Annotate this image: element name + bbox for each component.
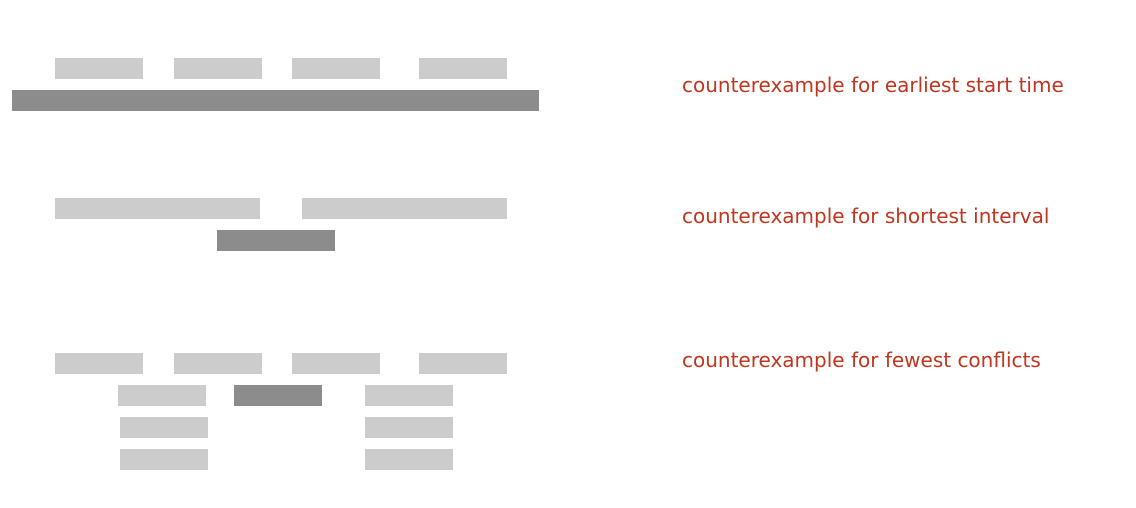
caption-earliest-start-time: counterexample for earliest start time xyxy=(682,73,1064,97)
interval-right-2 xyxy=(365,417,453,438)
interval-top-2 xyxy=(174,353,262,374)
caption-fewest-conflicts: counterexample for fewest conflicts xyxy=(682,348,1041,372)
interval-top-3 xyxy=(292,353,380,374)
interval-2 xyxy=(174,58,262,79)
interval-right-1 xyxy=(365,385,453,406)
interval-left-1 xyxy=(118,385,206,406)
interval-highlighted xyxy=(217,230,335,251)
interval-4 xyxy=(419,58,507,79)
interval-top-1 xyxy=(55,353,143,374)
interval-right-3 xyxy=(365,449,453,470)
interval-highlighted xyxy=(234,385,322,406)
interval-left-3 xyxy=(120,449,208,470)
interval-highlighted xyxy=(12,90,539,111)
interval-2 xyxy=(302,198,507,219)
interval-3 xyxy=(292,58,380,79)
interval-1 xyxy=(55,198,260,219)
interval-left-2 xyxy=(120,417,208,438)
caption-shortest-interval: counterexample for shortest interval xyxy=(682,204,1050,228)
interval-top-4 xyxy=(419,353,507,374)
interval-1 xyxy=(55,58,143,79)
